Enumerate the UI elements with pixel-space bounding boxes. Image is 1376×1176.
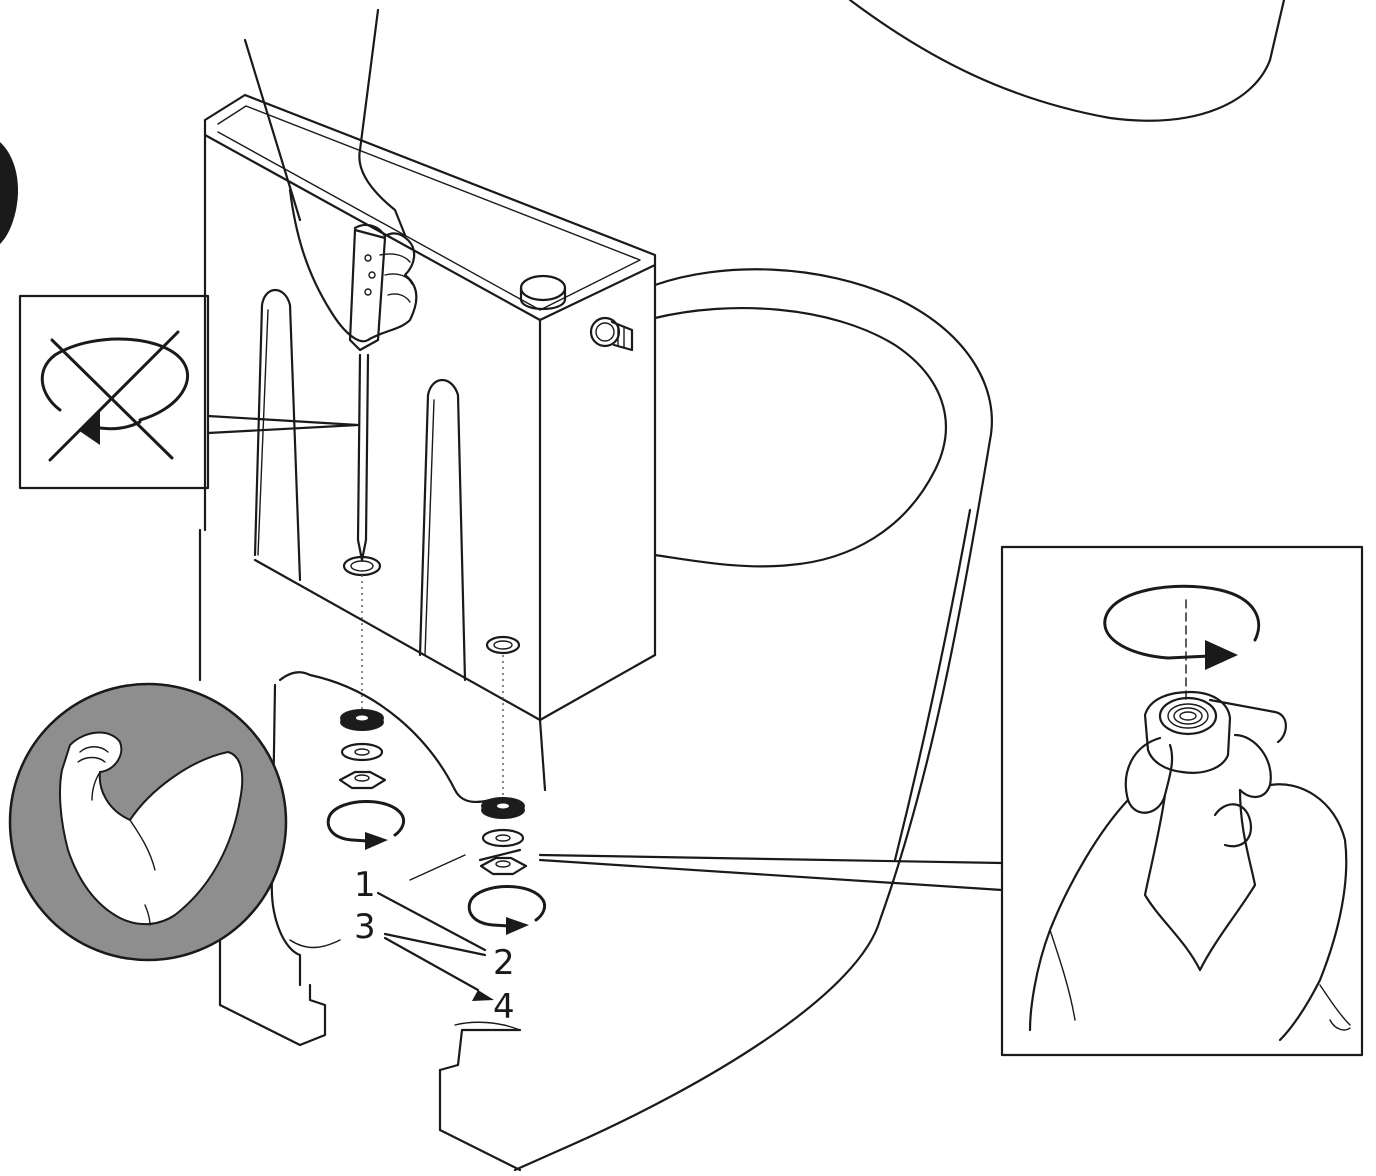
no-power-tool-callout — [18, 294, 360, 490]
strength-badge — [8, 682, 288, 962]
bolt-guides — [361, 575, 504, 800]
fixing-kit-right — [467, 797, 547, 935]
cistern — [203, 93, 657, 722]
toilet-bowl — [513, 268, 993, 1172]
hand-tighten-callout — [538, 545, 1364, 1057]
step-number-circle — [0, 142, 19, 244]
step-label-3: 3 — [354, 907, 376, 947]
step-label-1: 1 — [354, 865, 376, 905]
hand-tighten-nut-icon — [1028, 584, 1351, 1042]
step-labels: 1 2 3 4 — [354, 865, 515, 1027]
step-label-2: 2 — [493, 943, 515, 983]
rotate-arrow-right — [467, 885, 547, 935]
step-order-lines — [376, 891, 494, 1001]
water-inlet — [589, 316, 634, 352]
no-power-drill-icon — [40, 330, 190, 462]
fixing-kit-left — [326, 709, 406, 850]
rotate-arrow-left — [326, 800, 406, 850]
step-label-4: 4 — [493, 987, 515, 1027]
strong-arm-icon — [59, 731, 244, 926]
hand-with-screwdriver — [243, 8, 418, 562]
seat-edge — [848, 0, 1286, 122]
pedestal-frame — [198, 528, 547, 1172]
